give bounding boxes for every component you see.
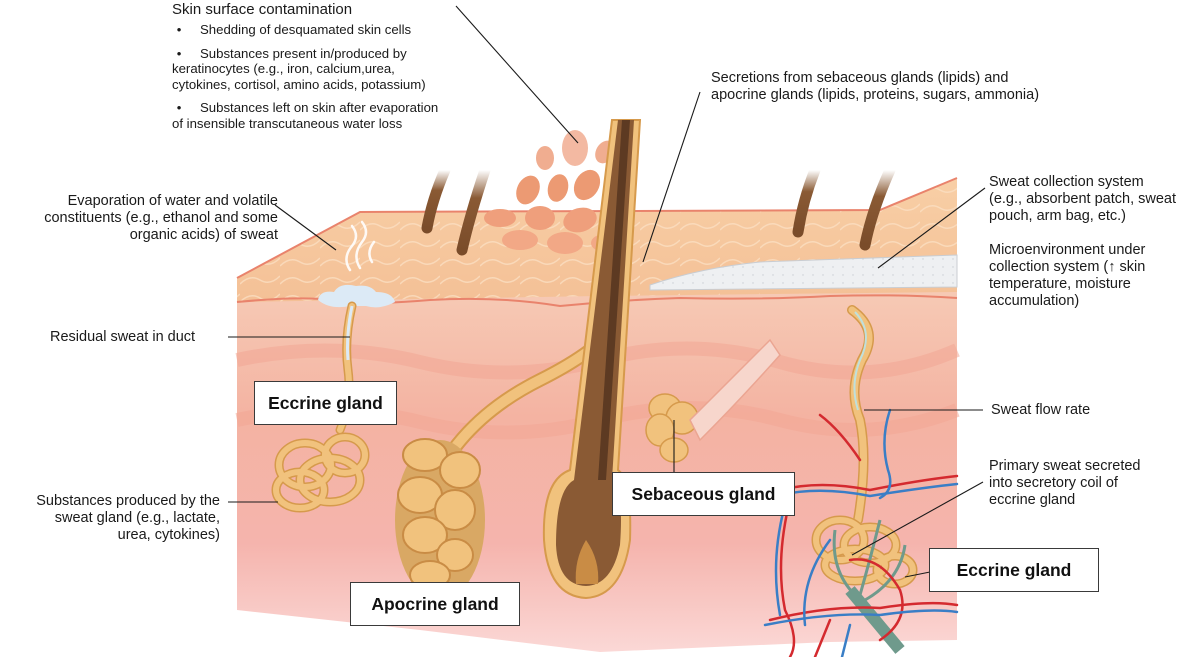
microenvironment-annotation: Microenvironment under collection system… bbox=[989, 242, 1146, 309]
leader-collection-system bbox=[877, 187, 986, 269]
bullet-marker: • bbox=[176, 45, 182, 61]
evaporation-annotation: Evaporation of water and volatile consti… bbox=[44, 193, 278, 243]
leader-evaporation bbox=[274, 204, 337, 251]
skin-surface-contamination-title: Skin surface contamination bbox=[172, 1, 353, 18]
arrector-pili-muscle bbox=[689, 338, 781, 442]
residual-sweat-pool bbox=[318, 284, 395, 308]
sweat-flow-rate-annotation: Sweat flow rate bbox=[991, 402, 1091, 418]
secretions-annotation: Secretions from sebaceous glands (lipids… bbox=[711, 70, 1040, 103]
eccrine-gland-label-right: Eccrine gland bbox=[929, 548, 1099, 592]
nerve-bundle bbox=[845, 586, 905, 654]
residual-sweat-annotation: Residual sweat in duct bbox=[50, 329, 196, 345]
bullet-item: • Substances left on skin after evaporat… bbox=[172, 100, 439, 131]
leader-primary-sweat bbox=[851, 481, 984, 556]
hair-shafts-right bbox=[792, 164, 896, 251]
gland-substances-annotation: Substances produced by the sweat gland (… bbox=[36, 493, 220, 543]
bullet-marker: • bbox=[176, 100, 182, 115]
leader-eccrine-right bbox=[904, 571, 931, 578]
eccrine-gland-label-left: Eccrine gland bbox=[254, 381, 397, 425]
leader-secretions bbox=[642, 91, 701, 263]
bullet-item: • Substances present in/produced by kera… bbox=[172, 45, 426, 92]
bullet-item: • Shedding of desquamated skin cells bbox=[172, 22, 438, 38]
veins bbox=[763, 408, 959, 657]
bullet-marker: • bbox=[176, 22, 182, 37]
eccrine-coil-left bbox=[271, 432, 370, 513]
arteries bbox=[768, 413, 959, 657]
evaporation-wisps bbox=[345, 220, 376, 272]
nerve-branches bbox=[832, 519, 907, 602]
leader-skin-contamination bbox=[455, 5, 579, 144]
apocrine-gland-label: Apocrine gland bbox=[350, 582, 520, 626]
collection-system-annotation: Sweat collection system (e.g., absorbent… bbox=[989, 174, 1176, 224]
sebaceous-gland-label: Sebaceous gland bbox=[612, 472, 795, 516]
skin-surface-contamination-list: • Shedding of desquamated skin cells • S… bbox=[172, 22, 438, 139]
leader-lines bbox=[228, 5, 986, 578]
primary-sweat-annotation: Primary sweat secreted into secretory co… bbox=[989, 458, 1141, 508]
hair-shafts-left bbox=[421, 164, 491, 256]
apocrine-gland-body bbox=[395, 438, 485, 600]
